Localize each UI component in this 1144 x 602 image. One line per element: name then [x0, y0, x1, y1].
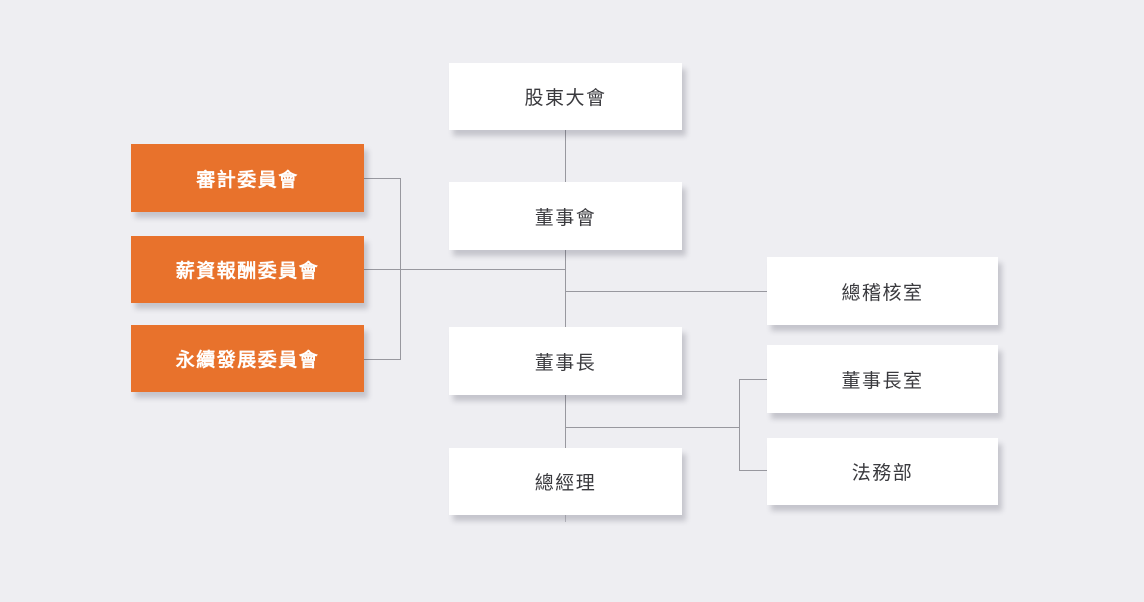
connector-shareholders-board: [565, 130, 566, 182]
connector-stub-chairman-office: [739, 379, 767, 380]
org-node-general-manager: 總經理: [449, 448, 682, 515]
connector-stub-sustainability-committee: [364, 359, 401, 360]
org-node-label: 董事會: [534, 207, 597, 229]
org-node-label: 總稽核室: [841, 282, 924, 304]
org-node-label: 審計委員會: [196, 169, 299, 191]
org-node-label: 永續發展委員會: [175, 350, 320, 371]
connector-branch-trunk: [739, 379, 740, 471]
connector-general-manager-down-stub: [565, 515, 566, 522]
org-node-legal-department: 法務部: [767, 438, 998, 505]
connector-board-chairman: [565, 250, 566, 327]
connector-chairman-branch: [565, 427, 740, 428]
org-node-audit-committee: 審計委員會: [131, 144, 364, 212]
connector-stub-audit-committee: [364, 178, 401, 179]
org-node-chairman: 董事長: [449, 327, 682, 395]
org-node-label: 股東大會: [524, 88, 607, 109]
connector-chairman-general-manager: [565, 395, 566, 448]
org-node-label: 法務部: [851, 463, 914, 484]
org-node-label: 董事長: [534, 352, 597, 374]
org-node-label: 總經理: [534, 473, 597, 494]
org-node-compensation-committee: 薪資報酬委員會: [131, 236, 364, 303]
connector-committees-to-board: [364, 269, 565, 270]
org-node-chairman-office: 董事長室: [767, 345, 998, 413]
org-node-shareholders-meeting: 股東大會: [449, 63, 682, 130]
connector-board-chief-audit-office: [565, 291, 767, 292]
org-node-label: 董事長室: [841, 370, 924, 392]
connector-stub-legal-department: [739, 470, 767, 471]
org-node-label: 薪資報酬委員會: [175, 261, 320, 282]
org-node-chief-audit-office: 總稽核室: [767, 257, 998, 325]
org-node-sustainability-committee: 永續發展委員會: [131, 325, 364, 392]
org-node-board-of-directors: 董事會: [449, 182, 682, 250]
